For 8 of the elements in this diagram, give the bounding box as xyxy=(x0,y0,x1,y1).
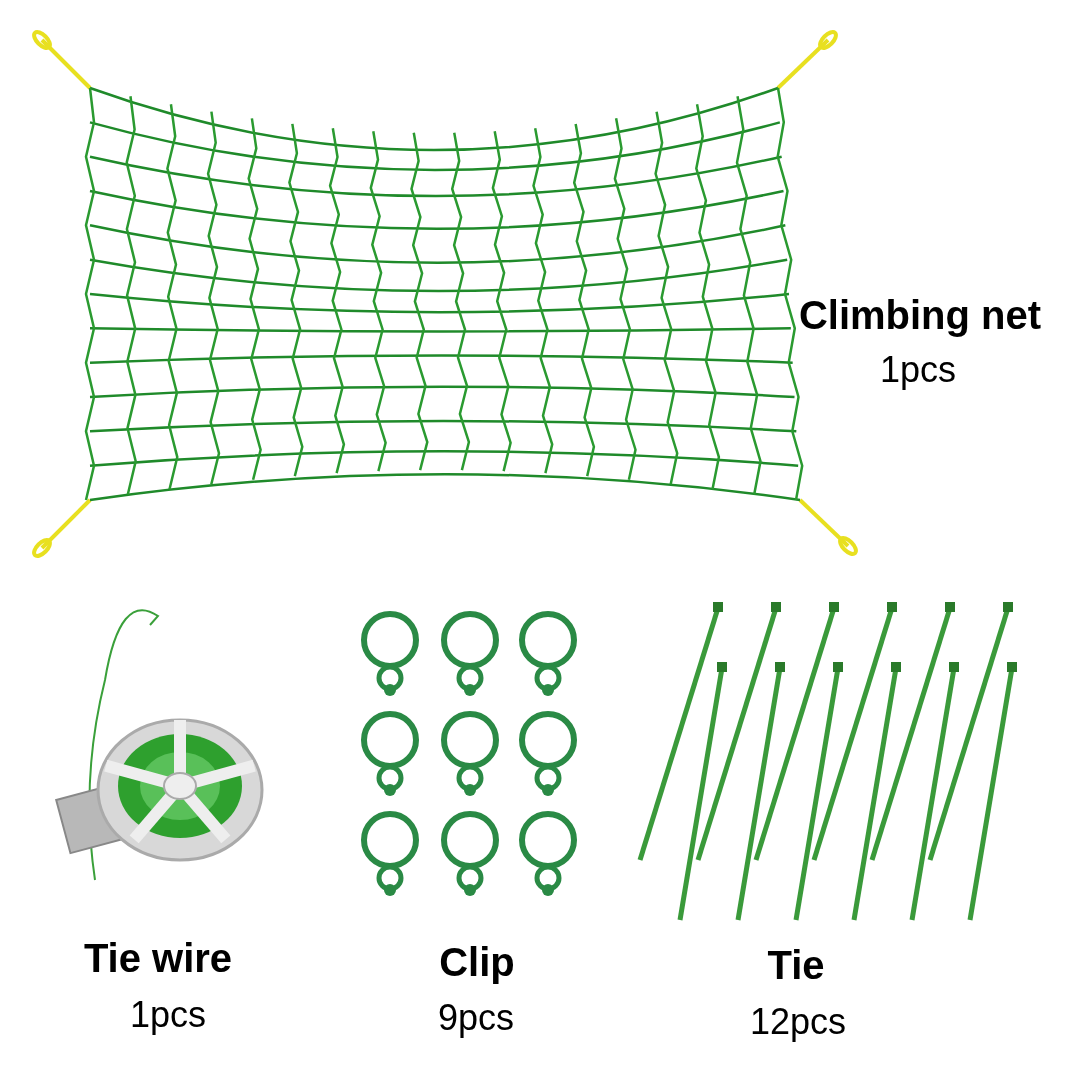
quantity-label: 1pcs xyxy=(880,349,956,391)
product-name: Clip xyxy=(439,939,515,985)
quantity-label: 9pcs xyxy=(438,997,514,1039)
product-name: Climbing net xyxy=(798,292,1042,338)
product-name: Tie wire xyxy=(83,935,233,981)
quantity-label: 12pcs xyxy=(749,1001,847,1043)
quantity-label: 1pcs xyxy=(130,994,206,1036)
product-name: Tie xyxy=(767,942,825,988)
